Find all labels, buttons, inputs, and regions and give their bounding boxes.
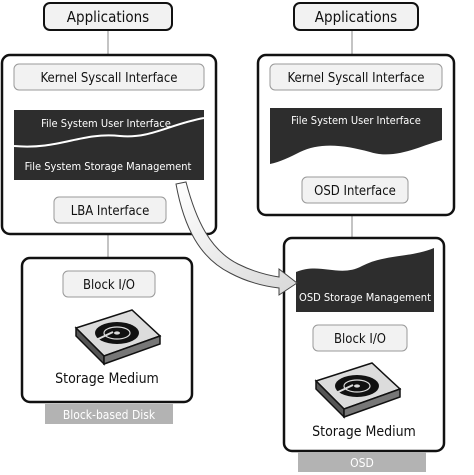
right-kernel-syscall-label: Kernel Syscall Interface — [288, 71, 425, 86]
right-osd-storage-management-label: OSD Storage Management — [299, 291, 431, 304]
left-lba-interface-box — [53, 196, 167, 224]
migration-arrow — [175, 181, 298, 296]
left-device-label: Block-based Disk — [63, 408, 156, 422]
right-device-tab — [298, 452, 426, 472]
left-kernel-syscall-box — [13, 63, 205, 91]
left-block-io-box — [62, 270, 156, 298]
right-fs-user-interface-band — [270, 108, 442, 164]
left-lba-interface-label: LBA Interface — [71, 204, 150, 219]
left-applications-box — [43, 2, 173, 31]
right-storage-medium-label: Storage Medium — [312, 424, 416, 440]
left-filesystem-wave — [13, 117, 205, 148]
right-applications-label: Applications — [315, 8, 397, 26]
right-osd-interface-box — [301, 176, 409, 204]
right-osd-storage-band — [296, 248, 434, 312]
left-applications-label: Applications — [67, 8, 149, 26]
left-fs-storage-management-label: File System Storage Management — [25, 160, 192, 173]
right-device-label: OSD — [350, 456, 374, 470]
right-applications-box — [293, 2, 419, 31]
left-hard-disk-icon — [74, 309, 162, 366]
left-storage-medium-label: Storage Medium — [55, 371, 159, 387]
left-filesystem-band — [14, 110, 204, 180]
right-kernel-syscall-box — [269, 63, 443, 91]
right-osd-interface-label: OSD Interface — [314, 184, 396, 199]
right-block-io-box — [312, 324, 408, 352]
right-block-io-label: Block I/O — [334, 332, 386, 347]
right-hard-disk-icon — [314, 362, 402, 419]
left-device-tab — [45, 404, 173, 424]
right-fs-user-interface-label: File System User Interface — [291, 114, 421, 127]
left-block-io-label: Block I/O — [83, 278, 135, 293]
left-fs-user-interface-label: File System User Interface — [41, 117, 171, 130]
left-kernel-syscall-label: Kernel Syscall Interface — [41, 71, 178, 86]
